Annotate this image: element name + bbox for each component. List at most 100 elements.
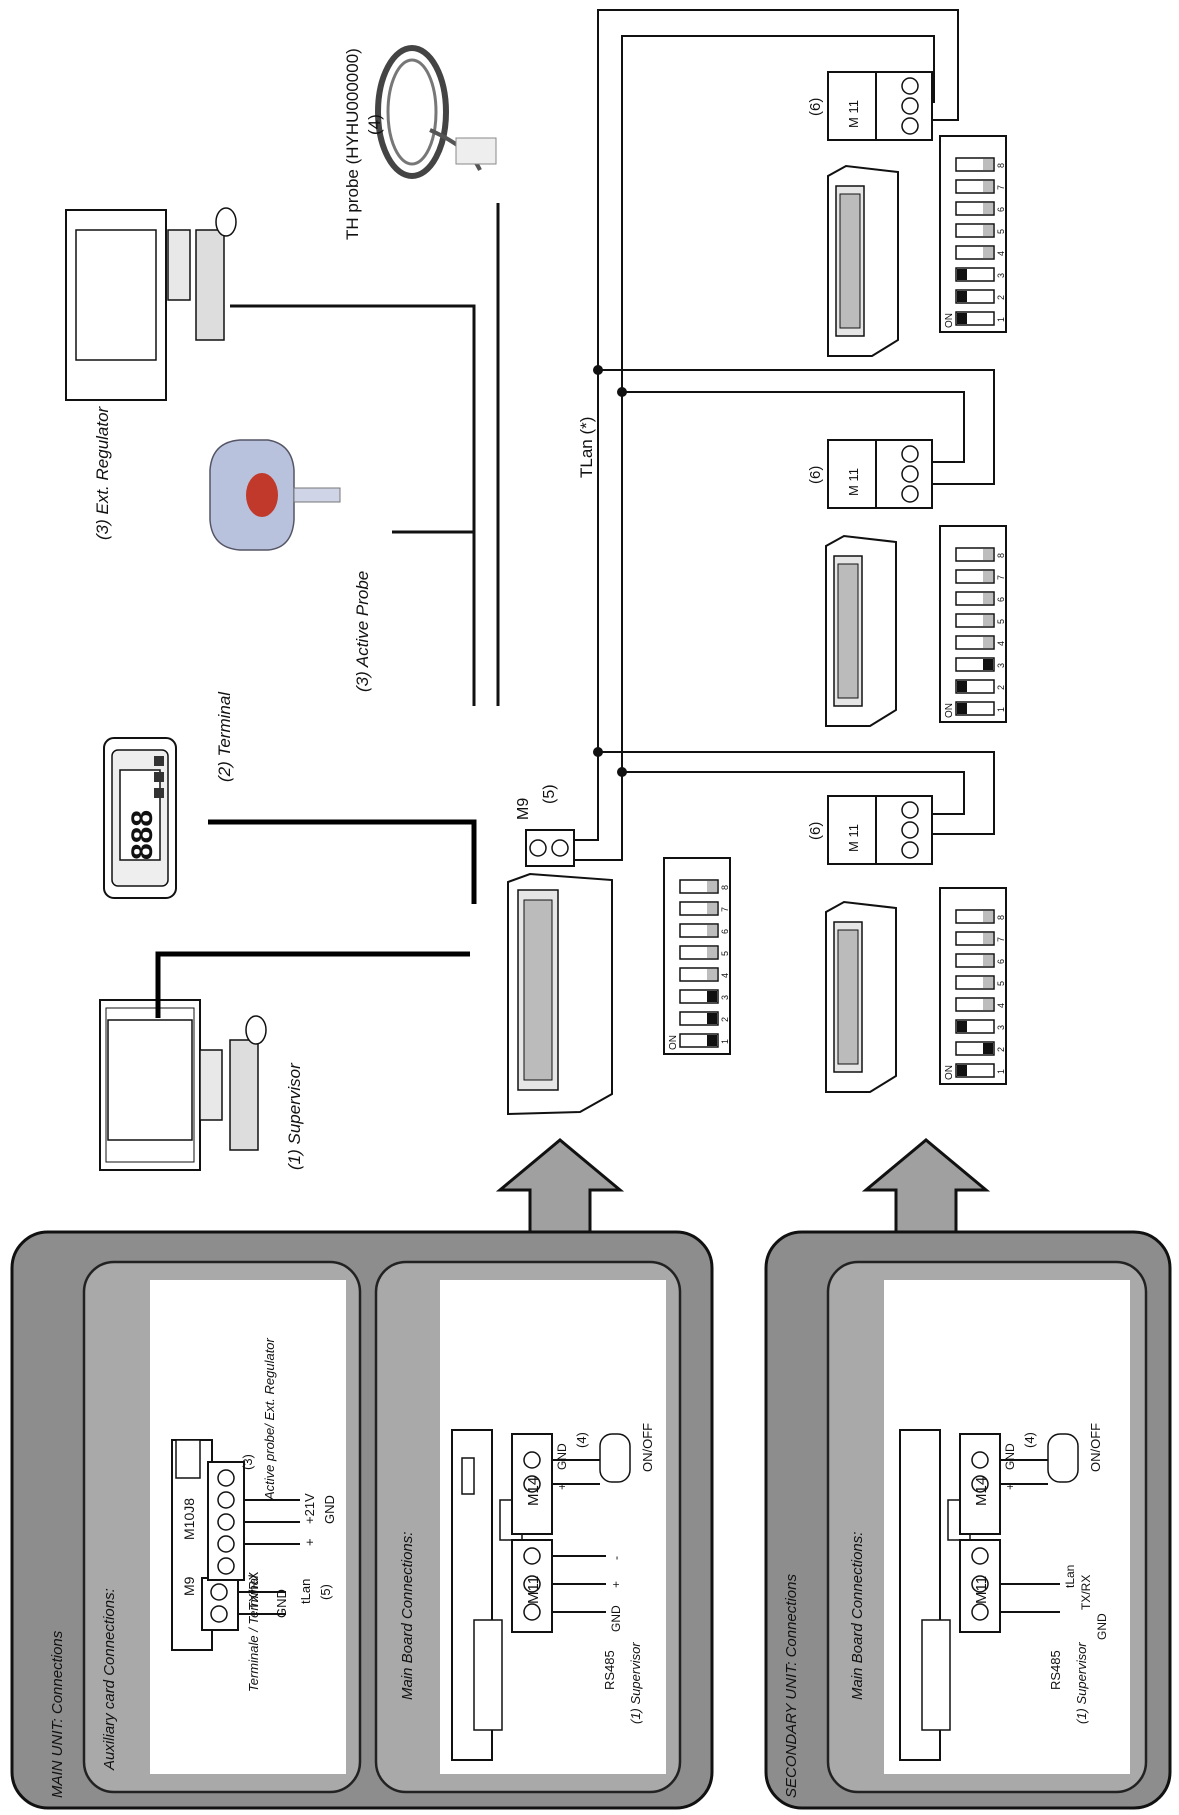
dip-knob — [983, 571, 993, 582]
dip-knob — [983, 593, 993, 604]
dip-number: 3 — [720, 995, 730, 1000]
supervisor-bus — [155, 819, 477, 1018]
main-gnd2-label: GND — [609, 1605, 623, 1632]
dip-knob — [957, 1021, 967, 1032]
dip-number: 1 — [720, 1039, 730, 1044]
active-probe: (3) Active Probe (3) Ext. Regulator — [93, 405, 372, 692]
secondary-unit-arrow — [861, 1138, 991, 1234]
secondary-unit-title: SECONDARY UNIT: Connections — [783, 1574, 800, 1798]
main-supervisor-label: (1) Supervisor — [628, 1642, 643, 1724]
dip-knob — [983, 159, 993, 170]
unit1-controller — [827, 164, 899, 357]
dip-knob — [957, 1065, 967, 1076]
dip-number: 6 — [720, 929, 730, 934]
dip-number: 3 — [996, 1025, 1006, 1030]
dip-on-label: ON — [944, 1065, 955, 1080]
dip-on-label: ON — [944, 703, 955, 718]
unit-m11-label: M 11 — [846, 824, 861, 852]
dip-knob — [707, 881, 717, 892]
supervisor-pc: (1) Supervisor — [99, 999, 304, 1171]
main-rs485-label: RS485 — [602, 1650, 617, 1690]
secondary-ref4-label: (4) — [1022, 1432, 1037, 1448]
dip-number: 7 — [996, 185, 1006, 190]
dip-knob — [983, 977, 993, 988]
aux-m10j8-label: M10J8 — [181, 1498, 197, 1540]
th-probe: TH probe (HYHU000000) (4) — [343, 45, 497, 240]
dip-number: 5 — [996, 619, 1006, 624]
dip-knob — [983, 549, 993, 560]
unit-m11-label: M 11 — [846, 100, 861, 128]
dip-number: 4 — [996, 1003, 1006, 1008]
m9-label: M9 — [515, 798, 532, 820]
main-m11-label: M11 — [525, 1576, 542, 1604]
dip-number: 7 — [996, 937, 1006, 942]
dip-number: 2 — [996, 685, 1006, 690]
secondary-unit-panel: SECONDARY UNIT: Connections Main Board C… — [764, 1138, 1172, 1810]
dip-on-label: ON — [944, 313, 955, 328]
aux-gnd2-label: GND — [322, 1495, 337, 1524]
aux-21v-label: +21V — [302, 1493, 317, 1524]
dip-knob — [707, 991, 717, 1002]
supervisor-label: (1) Supervisor — [285, 1062, 304, 1170]
dip-knob — [957, 681, 967, 692]
dip-number: 3 — [996, 663, 1006, 668]
dip-knob — [957, 269, 967, 280]
dip-number: 6 — [996, 959, 1006, 964]
dip-number: 5 — [720, 951, 730, 956]
unit2-m11: M 11(6) — [807, 439, 933, 509]
aux-active-label: Active probe/ Ext. Regulator — [262, 1337, 277, 1501]
dip-number: 8 — [996, 163, 1006, 168]
main-unit-title: MAIN UNIT: Connections — [49, 1630, 66, 1798]
unit-m11-ref: (6) — [807, 466, 824, 484]
dip-knob — [707, 947, 717, 958]
terminal-label: (2) Terminal — [215, 691, 234, 782]
aux-gnd-label: GND — [274, 1589, 289, 1618]
aux-m9-label: M9 — [181, 1576, 197, 1596]
dip-number: 7 — [720, 907, 730, 912]
secondary-onoff-label: ON/OFF — [1088, 1423, 1103, 1472]
dip-knob — [983, 615, 993, 626]
unit2-controller — [825, 534, 897, 727]
dip-knob — [983, 659, 993, 670]
secondary-m11-label: M11 — [973, 1576, 990, 1604]
dip-knob — [983, 911, 993, 922]
main-board-subpanel: Main Board Connections: M11 — [374, 1260, 682, 1794]
aux-card-subpanel: Auxiliary card Connections: M9 M10J8 — [82, 1260, 362, 1794]
dip-knob — [983, 247, 993, 258]
terminal-screen-digits: 888 — [126, 810, 159, 860]
main-unit-arrow — [495, 1138, 625, 1234]
dip-number: 1 — [996, 317, 1006, 322]
dip-knob — [983, 181, 993, 192]
main-minus-label: - — [609, 1556, 623, 1560]
dip-number: 4 — [720, 973, 730, 978]
main-m14-label: M14 — [525, 1477, 542, 1506]
dip-knob — [983, 637, 993, 648]
dip-number: 4 — [996, 251, 1006, 256]
dip-knob — [983, 999, 993, 1010]
aux-txrx-label: TX/RX — [246, 1571, 261, 1610]
dip-number: 7 — [996, 575, 1006, 580]
main-gnd-label: GND — [555, 1443, 569, 1470]
m9-ref: (5) — [541, 784, 558, 804]
secondary-m14-label: M14 — [973, 1477, 990, 1506]
main-plus-label: + — [555, 1483, 569, 1490]
aux-ref5-label: (5) — [318, 1584, 333, 1600]
main-onoff-label: ON/OFF — [640, 1423, 655, 1472]
dip-knob — [707, 1035, 717, 1046]
unit3-m11: M 11(6) — [807, 795, 933, 865]
terminal-display: 888 (2) Terminal — [103, 691, 234, 899]
dip-knob — [707, 925, 717, 936]
ext-regulator-label: (3) Ext. Regulator — [93, 405, 112, 540]
unit3-controller — [825, 900, 897, 1093]
dip-number: 3 — [996, 273, 1006, 278]
dip-knob — [707, 1013, 717, 1024]
dip-number: 2 — [996, 295, 1006, 300]
active-probe-label: (3) Active Probe — [353, 571, 372, 692]
probe-bus — [230, 203, 500, 706]
